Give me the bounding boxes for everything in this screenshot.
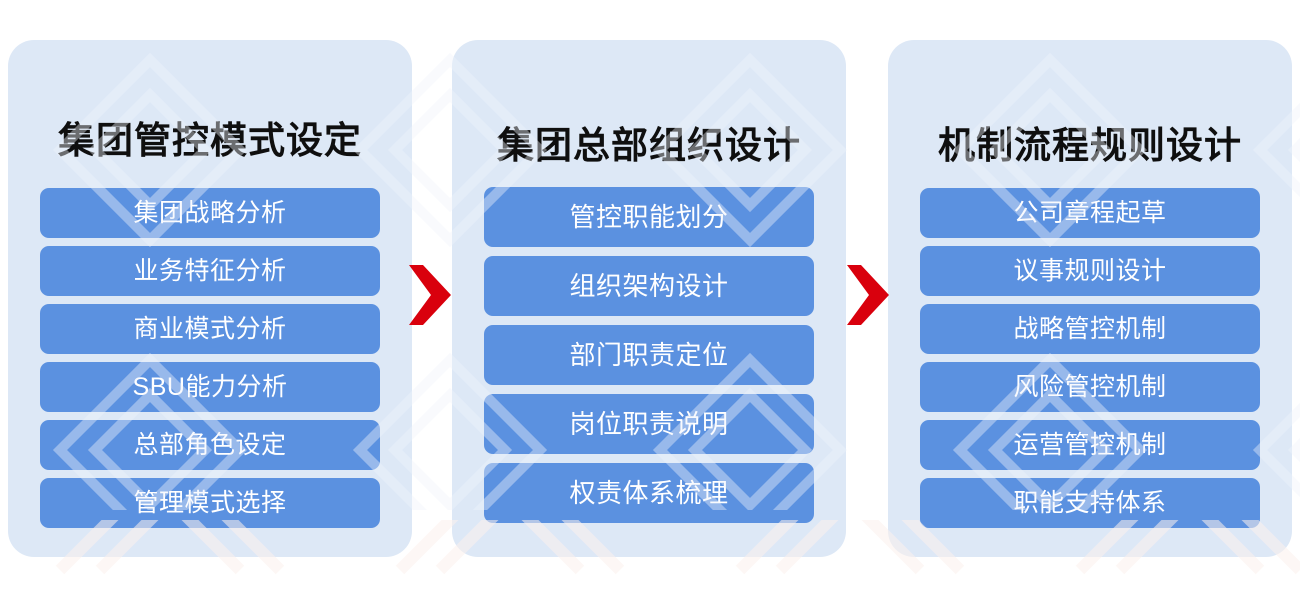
stage-title-3: 机制流程规则设计 — [938, 125, 1242, 166]
flow-item[interactable]: 战略管控机制 — [920, 304, 1260, 354]
flow-item[interactable]: 议事规则设计 — [920, 246, 1260, 296]
stage-panel-1: 集团管控模式设定 集团战略分析 业务特征分析 商业模式分析 SBU能力分析 总部… — [8, 40, 412, 557]
chevron-right-icon — [845, 263, 891, 327]
flow-item[interactable]: 职能支持体系 — [920, 478, 1260, 528]
flow-item[interactable]: SBU能力分析 — [40, 362, 380, 412]
flow-item[interactable]: 业务特征分析 — [40, 246, 380, 296]
stage-item-list-3: 公司章程起草 议事规则设计 战略管控机制 风险管控机制 运营管控机制 职能支持体… — [920, 188, 1260, 528]
flow-item[interactable]: 组织架构设计 — [484, 256, 814, 316]
stage-title-1: 集团管控模式设定 — [58, 120, 362, 161]
stage-panel-3: 机制流程规则设计 公司章程起草 议事规则设计 战略管控机制 风险管控机制 运营管… — [888, 40, 1292, 557]
flow-item[interactable]: 管理模式选择 — [40, 478, 380, 528]
stage-item-list-1: 集团战略分析 业务特征分析 商业模式分析 SBU能力分析 总部角色设定 管理模式… — [40, 188, 380, 528]
flow-item[interactable]: 岗位职责说明 — [484, 394, 814, 454]
flow-item[interactable]: 部门职责定位 — [484, 325, 814, 385]
stage-item-list-2: 管控职能划分 组织架构设计 部门职责定位 岗位职责说明 权责体系梳理 — [484, 187, 814, 523]
flow-item[interactable]: 集团战略分析 — [40, 188, 380, 238]
stage-title-2: 集团总部组织设计 — [497, 125, 801, 166]
flow-item[interactable]: 总部角色设定 — [40, 420, 380, 470]
stage-panel-2: 集团总部组织设计 管控职能划分 组织架构设计 部门职责定位 岗位职责说明 权责体… — [452, 40, 846, 557]
flow-item[interactable]: 风险管控机制 — [920, 362, 1260, 412]
flow-item[interactable]: 运营管控机制 — [920, 420, 1260, 470]
flow-item[interactable]: 商业模式分析 — [40, 304, 380, 354]
chevron-right-icon — [407, 263, 453, 327]
flow-item[interactable]: 公司章程起草 — [920, 188, 1260, 238]
flow-item[interactable]: 管控职能划分 — [484, 187, 814, 247]
flow-item[interactable]: 权责体系梳理 — [484, 463, 814, 523]
